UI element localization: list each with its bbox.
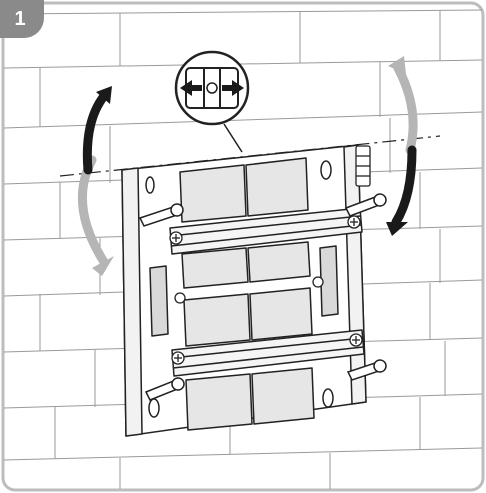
height-adjuster: [355, 145, 371, 187]
screw-bottom-right: [349, 333, 363, 347]
lower-crossbar: [171, 329, 365, 377]
screws: [169, 215, 363, 365]
screw-mid-left: [174, 292, 186, 304]
brick-wall: [3, 9, 483, 489]
upper-crossbar: [169, 207, 363, 255]
stud-top-right: [344, 193, 387, 217]
step-number-badge: 1: [0, 0, 44, 38]
stud-bottom-left: [144, 377, 185, 401]
spirit-level-icon: [174, 50, 250, 126]
stud-bottom-right: [346, 359, 387, 381]
threaded-studs: [138, 193, 387, 401]
rotate-arrow-left-icon: [77, 86, 114, 276]
screw-top-right: [347, 215, 361, 229]
screw-mid-right: [312, 276, 324, 288]
rotate-arrow-right-icon: [386, 56, 418, 236]
stud-top-left: [138, 203, 184, 227]
callout-pointer: [223, 123, 243, 153]
screw-bottom-left: [171, 351, 185, 365]
screw-top-left: [169, 231, 183, 245]
